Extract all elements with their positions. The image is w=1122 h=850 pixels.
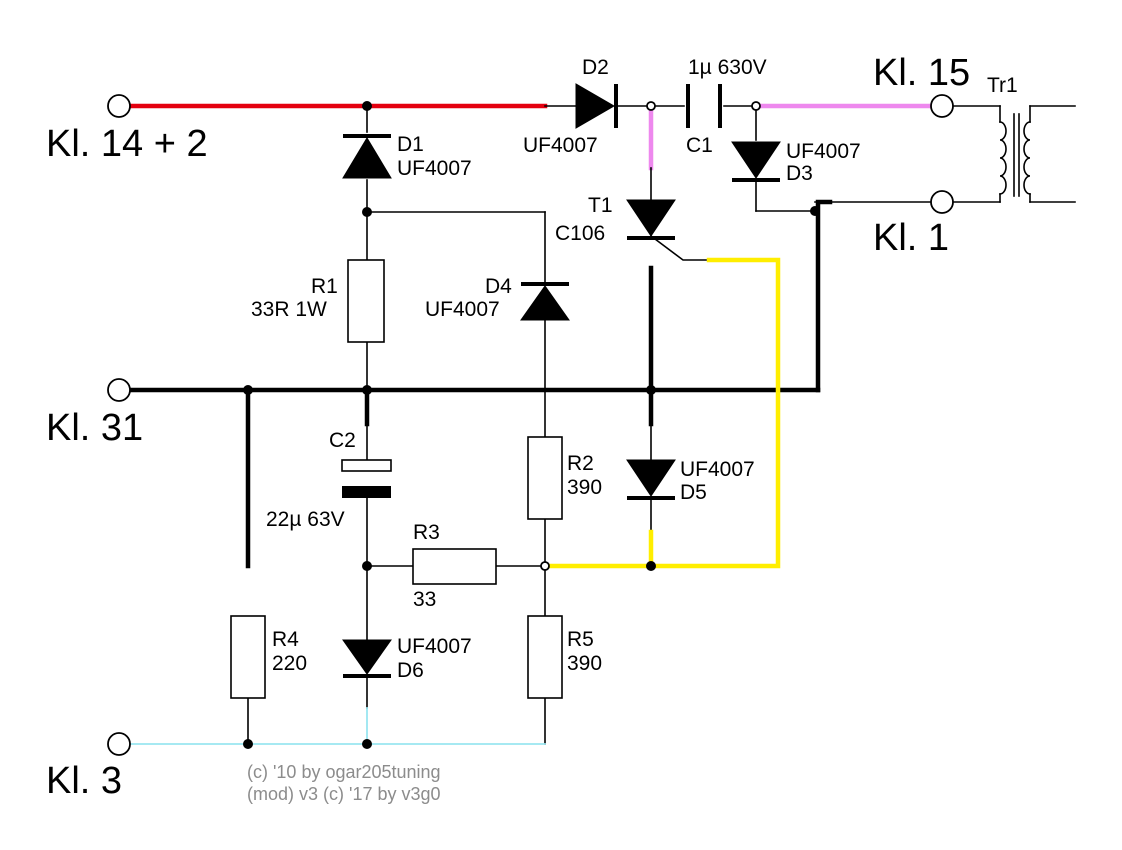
label-r3-value: 33: [413, 588, 436, 611]
terminal-kl15: [930, 94, 954, 118]
label-tr1: Tr1: [987, 74, 1018, 97]
label-c2-value: 22µ 63V: [266, 508, 345, 531]
resistor-r1: [347, 259, 385, 343]
diode-d3: [731, 141, 781, 182]
label-kl31: Kl. 31: [46, 407, 143, 449]
label-kl1: Kl. 1: [873, 217, 949, 259]
label-r4-value: 220: [272, 652, 307, 675]
label-d6-value: UF4007: [397, 635, 472, 658]
wire-kl31-kl1: [815, 199, 833, 393]
label-r1-ref: R1: [311, 275, 338, 298]
label-d5-ref: D5: [680, 481, 707, 504]
diode-d5: [626, 459, 676, 500]
transformer-tr1: [951, 105, 1076, 203]
junctions: [243, 101, 820, 749]
label-c1-value: 1µ 630V: [688, 56, 767, 79]
label-d3-value: UF4007: [786, 140, 861, 163]
label-r1-value: 33R 1W: [251, 298, 327, 321]
label-c2-ref: C2: [329, 429, 356, 452]
label-t1-ref: T1: [588, 194, 613, 217]
label-d2-value: UF4007: [523, 134, 598, 157]
credit-line-2: (mod) v3 (c) '17 by v3g0: [247, 784, 441, 804]
label-d4-value: UF4007: [425, 298, 500, 321]
thyristor-t1: [626, 199, 676, 240]
credit-line-1: (c) '10 by ogar205tuning: [247, 762, 441, 782]
diode-d1: [342, 134, 392, 179]
label-r2-value: 390: [567, 476, 602, 499]
terminal-kl3: [107, 732, 131, 756]
label-r3-ref: R3: [413, 521, 440, 544]
label-kl14: Kl. 14 + 2: [46, 123, 208, 165]
wire-gate: [542, 257, 781, 569]
label-d2-ref: D2: [582, 56, 609, 79]
label-r4-ref: R4: [272, 628, 299, 651]
capacitor-c2: [341, 459, 392, 498]
terminal-kl14: [107, 94, 131, 118]
label-c1-ref: C1: [686, 134, 713, 157]
label-d4-ref: D4: [485, 275, 512, 298]
label-r2-ref: R2: [567, 452, 594, 475]
label-d5-value: UF4007: [680, 458, 755, 481]
label-r5-ref: R5: [567, 628, 594, 651]
label-d3-ref: D3: [786, 162, 813, 185]
label-kl3: Kl. 3: [46, 760, 122, 802]
capacitor-c1: [686, 84, 722, 128]
diode-d4: [520, 282, 570, 321]
wire-gate-stub: [649, 234, 710, 261]
label-r5-value: 390: [567, 652, 602, 675]
resistor-r2: [527, 436, 563, 520]
label-d1-ref: D1: [397, 133, 424, 156]
resistor-r5: [527, 615, 563, 699]
label-d1-value: UF4007: [397, 157, 472, 180]
label-d6-ref: D6: [397, 659, 424, 682]
diode-d2: [575, 83, 618, 129]
label-t1-value: C106: [555, 222, 605, 245]
diode-d6: [342, 639, 392, 678]
resistor-r4: [230, 615, 266, 699]
resistor-r3: [412, 548, 497, 585]
terminal-kl31: [107, 378, 131, 402]
terminal-kl1: [930, 190, 954, 214]
label-kl15: Kl. 15: [873, 52, 970, 94]
